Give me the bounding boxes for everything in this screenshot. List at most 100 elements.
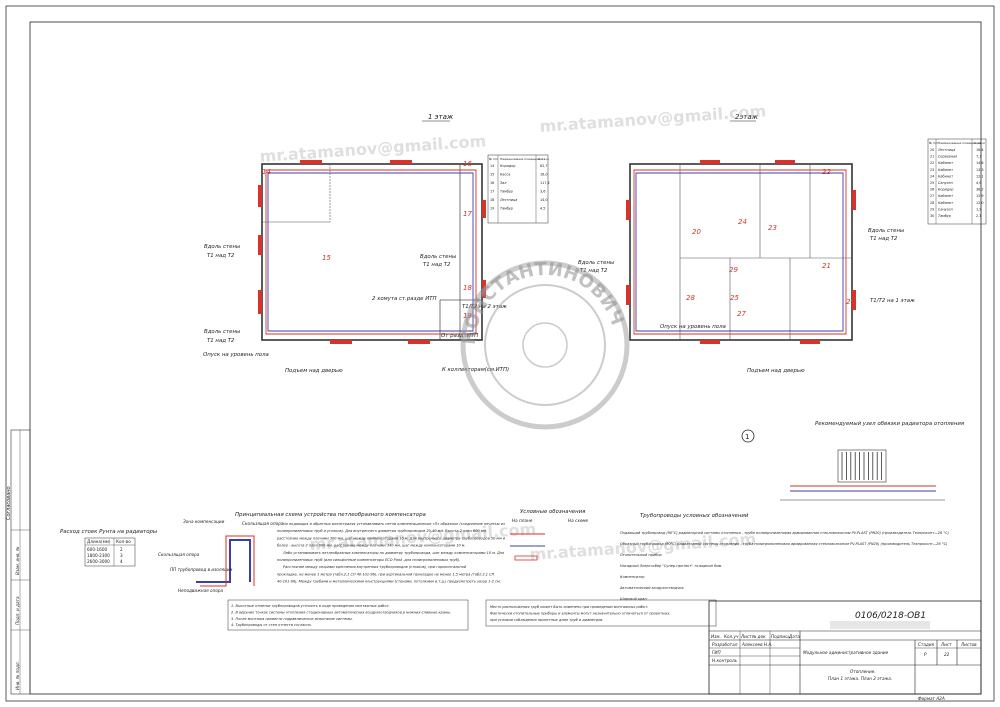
table-cell: 17 xyxy=(490,190,494,194)
table-cell: 2,1 xyxy=(976,214,981,218)
side-stamp: Согласовано Взам. инв. № Подп. и дата Ин… xyxy=(6,429,31,695)
room-number: 27 xyxy=(737,310,746,318)
along-wall-label: Вдоль стены xyxy=(868,228,905,234)
table-cell: Кабинет xyxy=(938,174,954,178)
room-number: 29 xyxy=(729,266,738,274)
table-cell: Лестница xyxy=(499,198,517,202)
table-header: Наименование помещения xyxy=(500,157,543,161)
compensator-note: На подающих и обратных магистралях устан… xyxy=(283,522,505,526)
legend-item: Насадный Энергосбер "Супер-протект" толщ… xyxy=(620,564,722,568)
table-cell: 15 xyxy=(490,173,494,177)
floor-plan-2: 2этаж 20 21 22 23 24 25 26 27 28 29 Вдол… xyxy=(578,113,987,374)
table-cell: 23 xyxy=(930,168,934,172)
redacted-box xyxy=(830,621,930,629)
table-cell: 62,7 xyxy=(540,164,548,168)
room-number: 24 xyxy=(738,218,747,226)
rise-cell: 3 xyxy=(120,553,123,558)
table-cell: 22 xyxy=(930,161,934,165)
table-cell: Тамбур xyxy=(500,207,513,211)
rise-label: Подъем над дверью xyxy=(285,368,343,374)
radiator xyxy=(700,160,720,164)
side-sign: Подп. и дата xyxy=(15,596,20,625)
legend-col-plan: На плане xyxy=(512,518,533,523)
t1t2-label: Т1 над Т2 xyxy=(870,236,898,242)
table-header: № п/п xyxy=(489,157,498,161)
radiator xyxy=(775,160,795,164)
compensator-note: расстояние между плечами 300 мм, шаг меж… xyxy=(276,536,506,540)
two-pipes-label: 2 хомута ст.разде ИТП xyxy=(372,296,437,302)
table-cell: Тамбур xyxy=(938,214,951,218)
floor-2-walls xyxy=(629,163,853,341)
table-cell: Кабинет xyxy=(938,168,954,172)
table-cell: Коридор xyxy=(500,164,515,168)
developed-label: Разработал xyxy=(712,642,738,647)
table-cell: Коридор xyxy=(938,188,953,192)
norm-label: Н.контроль xyxy=(712,658,738,663)
doc-code: 0106/0218-ОВ1 xyxy=(855,611,926,621)
room-number: 26 xyxy=(846,298,855,306)
rise-cell: 600-1600 xyxy=(87,547,107,552)
gip-label: ГИП xyxy=(712,650,721,655)
table-cell: 19 xyxy=(490,207,494,211)
table-cell: Серверная xyxy=(938,155,957,159)
legend-heading: Трубопроводы условных обозначений xyxy=(640,513,749,519)
title-block-col: Изм. xyxy=(711,634,721,639)
title-block-col: № док xyxy=(751,634,766,639)
room-number: 15 xyxy=(322,254,331,262)
rise-label: Подъем над дверью xyxy=(747,368,805,374)
legend-col-scheme: На схеме xyxy=(568,518,589,523)
along-wall-label: Вдоль стены xyxy=(204,244,241,250)
compensator-scheme: Принципиальная схема устройства петлеобр… xyxy=(158,512,506,593)
room-number: 14 xyxy=(262,168,271,176)
outer-frame xyxy=(5,5,995,702)
general-notes: 1. Высотные отметки трубопроводов уточни… xyxy=(227,599,469,631)
floor-1-title: 1 этаж xyxy=(428,113,454,121)
table-cell: 20 xyxy=(930,148,934,152)
rise-col-count: Кол-во xyxy=(116,539,131,544)
radiator xyxy=(852,290,856,310)
general-note: 4. Трубопроводы от стен отнести согласно… xyxy=(231,623,312,627)
sheet-label: Лист xyxy=(940,642,952,647)
table-header: № п/п xyxy=(929,141,938,145)
room-number: 20 xyxy=(692,228,701,236)
table-cell: Санузел xyxy=(938,181,954,185)
compensator-note: 40-101-96). Между трубами и металлически… xyxy=(277,580,501,584)
table-cell: Тамбур xyxy=(500,190,513,194)
radiator xyxy=(700,340,720,344)
t1t2-label: Т1 над Т2 xyxy=(580,268,608,274)
radiator-detail-title: Рекомендуемый узел обвязки радиатора ото… xyxy=(815,421,965,427)
t1t2-floor1-label: Т1/Т2 на 1 этаж xyxy=(870,298,915,304)
supply-pipe-floor-1 xyxy=(265,169,477,335)
table-cell: Санузел xyxy=(938,207,954,211)
detail-number: 1 xyxy=(745,433,749,441)
compensator-note: Либо устанавливать петлеобразные компенс… xyxy=(282,551,504,555)
watermark: mr.atamanov@gmail.com xyxy=(539,101,767,136)
table-cell: 16,0 xyxy=(540,173,548,177)
supply-pipe-floor-2 xyxy=(633,169,847,335)
floor-1-walls xyxy=(261,163,483,341)
table-cell: 12,0 xyxy=(976,201,984,205)
table-cell: 28 xyxy=(930,201,934,205)
return-pipe-floor-1 xyxy=(267,172,474,332)
table-cell: 1,9 xyxy=(976,207,981,211)
table-cell: 18,4 xyxy=(976,148,984,152)
table-cell: Касса xyxy=(500,173,510,177)
to-collector-label: К коллекторам(см.ИТП) xyxy=(442,367,509,373)
table-cell: 4,6 xyxy=(976,181,981,185)
t1t2-label: Т1 над Т2 xyxy=(423,262,451,268)
table-cell: Кабинет xyxy=(938,201,954,205)
radiator xyxy=(482,200,486,218)
table-cell: 117,4 xyxy=(540,181,550,185)
legend-note: при условии соблюдения проектных длин тр… xyxy=(490,618,603,622)
radiator xyxy=(258,185,262,207)
radiator xyxy=(626,285,630,305)
table-cell: 26 xyxy=(930,188,934,192)
side-inv: Взам. инв. № xyxy=(15,546,20,575)
along-wall-label: Вдоль стены xyxy=(204,329,241,335)
general-note: 3. После монтажа провести гидравлическое… xyxy=(231,617,353,621)
radiator xyxy=(390,160,412,164)
rise-col-length: Длина(мм) xyxy=(87,539,111,544)
legend-item: Отопительный прибор xyxy=(620,553,663,557)
room-number: 18 xyxy=(463,284,472,292)
